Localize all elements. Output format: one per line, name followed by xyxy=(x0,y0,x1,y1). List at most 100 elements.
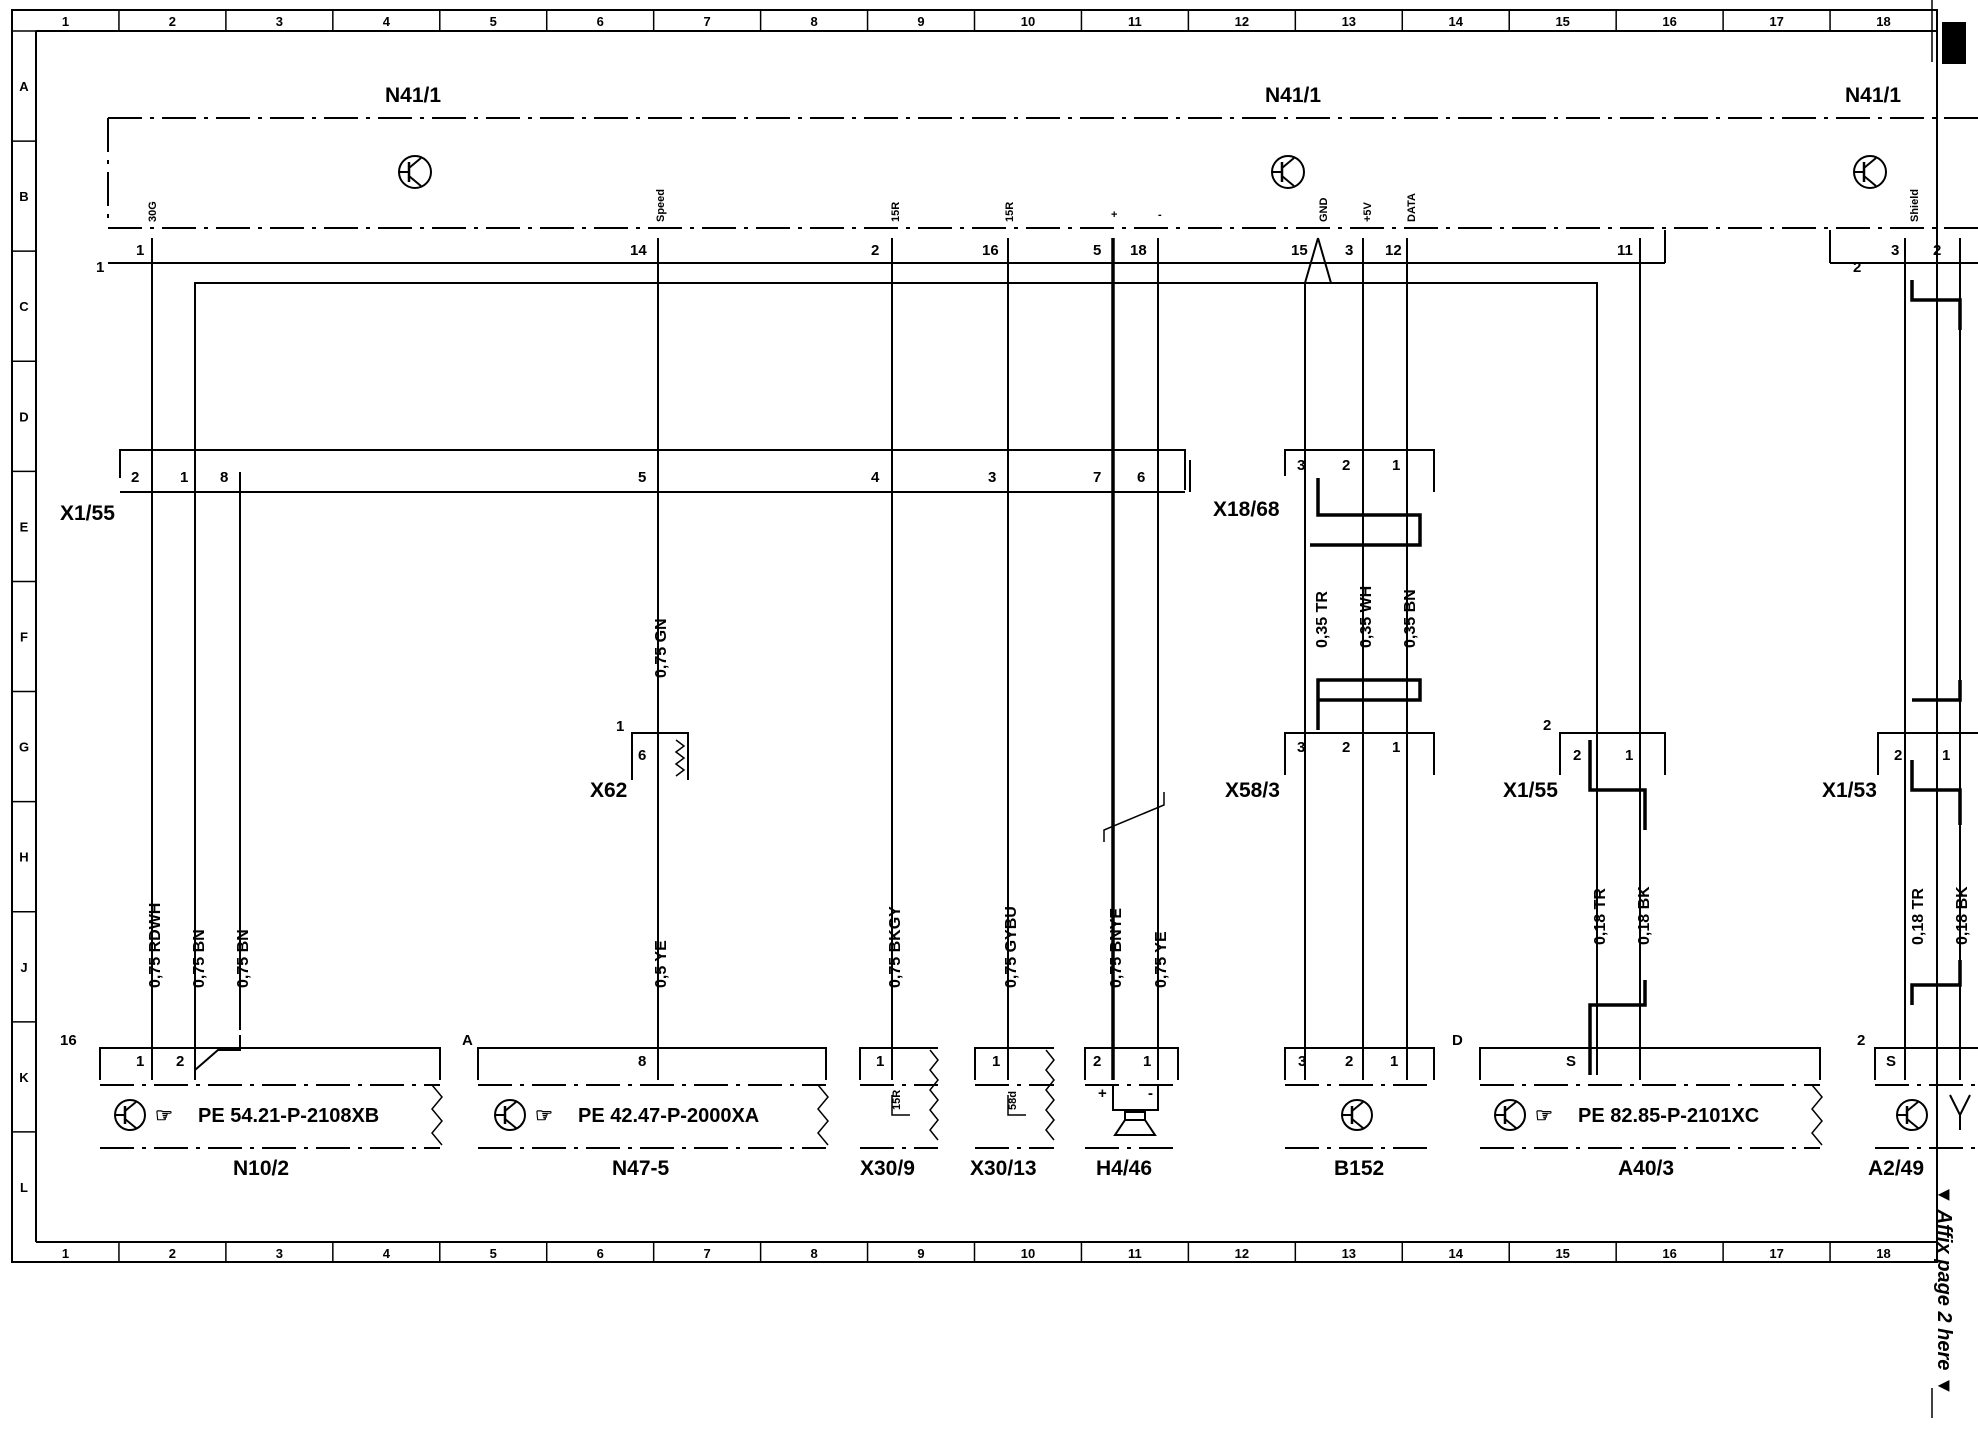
transistor-icon xyxy=(1494,1099,1526,1131)
transistor-icon xyxy=(1271,155,1305,189)
svg-text:3: 3 xyxy=(1297,739,1305,756)
svg-text:1: 1 xyxy=(992,1053,1000,1070)
svg-text:58d: 58d xyxy=(1007,1091,1019,1110)
svg-text:15R: 15R xyxy=(891,1090,903,1110)
column-number: 5 xyxy=(490,14,497,29)
column-number: 16 xyxy=(1662,1246,1676,1261)
wire-label: 0,75 YE xyxy=(1153,931,1170,988)
reference-text: PE 54.21-P-2108XB xyxy=(198,1105,379,1127)
svg-text:1: 1 xyxy=(1625,747,1633,764)
row-letter: L xyxy=(20,1180,28,1195)
connector-x58-3: X58/3 3 2 1 xyxy=(1225,678,1435,802)
wire-labels: 0,75 RDWH 0,75 BN 0,75 BN 0,5 YE 0,75 GN… xyxy=(147,586,1971,988)
module-pin: 11 xyxy=(1617,242,1633,259)
wire-label: 0,75 RDWH xyxy=(147,903,164,988)
svg-text:2: 2 xyxy=(1853,259,1861,276)
module-pin: 5 xyxy=(1093,242,1101,259)
svg-text:2: 2 xyxy=(1543,717,1551,734)
module-label: N41/1 xyxy=(1845,84,1901,107)
module-pin: 14 xyxy=(630,242,647,259)
svg-text:6: 6 xyxy=(638,747,646,764)
component-label: A40/3 xyxy=(1618,1157,1674,1180)
wire-label: 0,35 WH xyxy=(1358,586,1375,648)
reference-text: PE 82.85-P-2101XC xyxy=(1578,1105,1759,1127)
column-number: 13 xyxy=(1342,1246,1356,1261)
row-letter: J xyxy=(20,960,27,975)
column-number: 9 xyxy=(917,14,924,29)
column-number: 17 xyxy=(1769,14,1783,29)
component-x30-13: 1 58d X30/13 xyxy=(970,1047,1055,1180)
module-pin: 3 xyxy=(1345,242,1353,259)
column-number: 4 xyxy=(383,14,391,29)
svg-text:1: 1 xyxy=(616,718,624,735)
module-pin: 3 xyxy=(1891,242,1899,259)
connector-label: X1/55 xyxy=(1503,779,1558,802)
column-number: 12 xyxy=(1235,1246,1249,1261)
connector-label: X1/53 xyxy=(1822,779,1877,802)
module-n41-1: N41/1 N41/1 N41/1 1 2 xyxy=(96,84,1978,276)
affix-note: ▼ Affix page 2 here ▼ xyxy=(1933,1185,1955,1396)
svg-text:2: 2 xyxy=(1573,747,1581,764)
transistor-icon xyxy=(494,1099,526,1131)
component-n10-2: 16 1 2 ☞ PE 54.21-P-2108XB N10/2 xyxy=(60,1032,443,1180)
column-number: 1 xyxy=(62,14,69,29)
column-number: 6 xyxy=(597,1246,604,1261)
module-pin: 12 xyxy=(1385,242,1402,259)
component-label: X30/13 xyxy=(970,1157,1037,1180)
svg-text:S: S xyxy=(1566,1053,1576,1070)
svg-text:8: 8 xyxy=(638,1053,646,1070)
component-n47-5: A 8 ☞ PE 42.47-P-2000XA N47-5 xyxy=(462,1032,829,1180)
signal-5v: +5V xyxy=(1362,201,1374,222)
column-number: 8 xyxy=(810,14,817,29)
column-number: 4 xyxy=(383,1246,391,1261)
wire-label: 0,35 TR xyxy=(1314,591,1331,648)
connector-x1-55-right: 2 X1/55 2 1 xyxy=(1503,717,1666,830)
column-number: 15 xyxy=(1555,14,1569,29)
svg-text:3: 3 xyxy=(1298,1053,1306,1070)
svg-text:1: 1 xyxy=(1942,747,1950,764)
transistor-icon xyxy=(114,1099,146,1131)
module-label: N41/1 xyxy=(385,84,441,107)
column-number: 15 xyxy=(1555,1246,1569,1261)
row-letter: G xyxy=(19,740,29,755)
svg-text:1: 1 xyxy=(1143,1053,1151,1070)
column-number: 3 xyxy=(276,1246,283,1261)
component-label: N47-5 xyxy=(612,1157,670,1180)
svg-text:S: S xyxy=(1886,1053,1896,1070)
wire-label: 0,35 BN xyxy=(1402,589,1419,648)
svg-text:1: 1 xyxy=(1390,1053,1398,1070)
column-number: 1 xyxy=(62,1246,69,1261)
svg-text:3: 3 xyxy=(988,469,996,486)
svg-text:2: 2 xyxy=(131,469,139,486)
column-number: 2 xyxy=(169,1246,176,1261)
wire-label: 0,18 TR xyxy=(1910,888,1927,945)
column-number: 11 xyxy=(1128,1246,1142,1261)
pointing-hand-icon: ☞ xyxy=(155,1105,173,1127)
svg-text:1: 1 xyxy=(876,1053,884,1070)
transistor-icon xyxy=(398,155,432,189)
row-letter: A xyxy=(19,79,29,94)
component-a40-3: D S ☞ PE 82.85-P-2101XC A40/3 xyxy=(1452,1032,1823,1180)
column-number: 7 xyxy=(704,1246,711,1261)
svg-text:16: 16 xyxy=(60,1032,77,1049)
row-letter: H xyxy=(19,850,28,865)
connector-x18-68: X18/68 3 2 1 xyxy=(1213,449,1435,547)
wire-label: 0,18 BK xyxy=(1636,886,1653,945)
component-label: N10/2 xyxy=(233,1157,289,1180)
column-number: 10 xyxy=(1021,1246,1035,1261)
signal-gnd: GND xyxy=(1318,198,1330,223)
module-pin: 2 xyxy=(871,242,879,259)
column-number: 14 xyxy=(1449,14,1464,29)
row-letter: E xyxy=(20,519,29,534)
svg-text:1: 1 xyxy=(1392,739,1400,756)
column-number: 13 xyxy=(1342,14,1356,29)
svg-text:2: 2 xyxy=(176,1053,184,1070)
module-label: N41/1 xyxy=(1265,84,1321,107)
wires xyxy=(151,237,1961,1080)
signal-data: DATA xyxy=(1406,193,1418,222)
signal-15r: 15R xyxy=(1004,202,1016,222)
column-number: 3 xyxy=(276,14,283,29)
svg-text:7: 7 xyxy=(1093,469,1101,486)
transistor-icon xyxy=(1341,1099,1373,1131)
